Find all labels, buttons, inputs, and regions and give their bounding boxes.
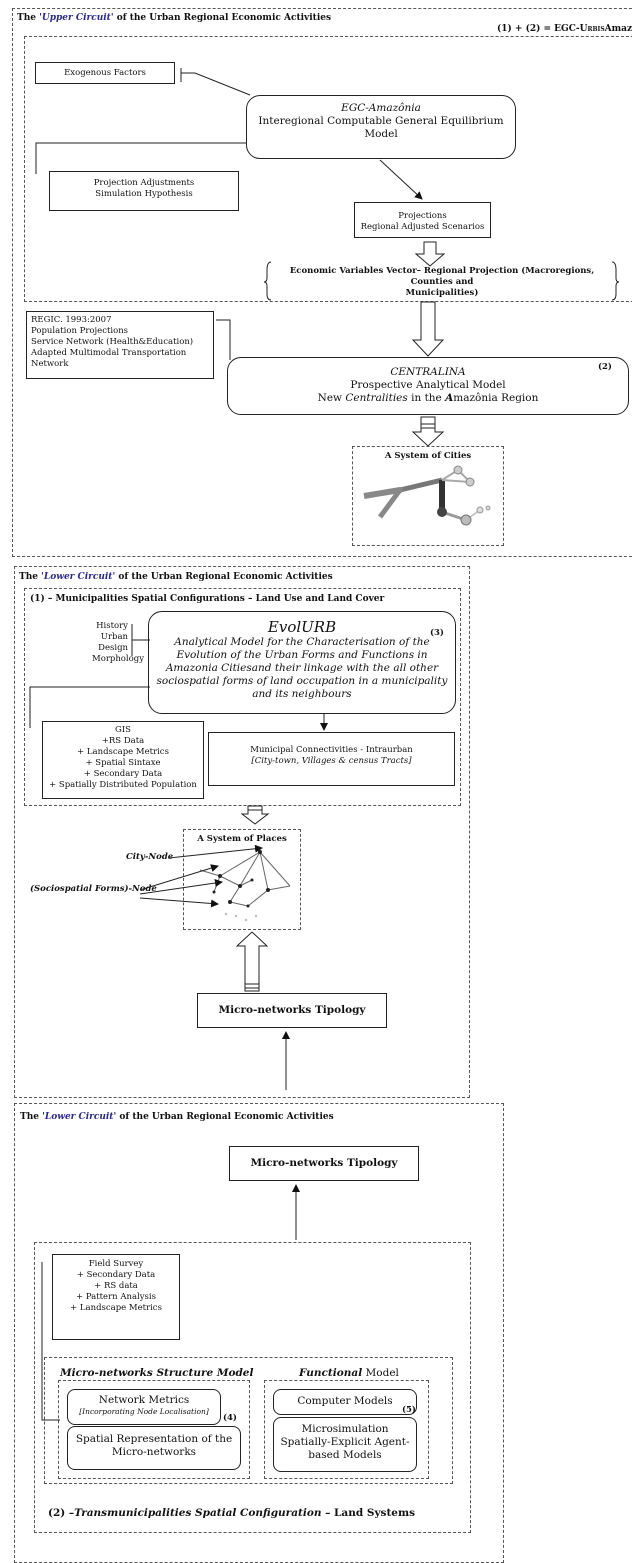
hollow-arrow-vector-to-centralina <box>411 301 445 357</box>
land-systems-footer: (2) –Transmunicipalities Spatial Configu… <box>48 1507 416 1519</box>
right-brace <box>611 261 620 301</box>
history-connector <box>131 624 150 656</box>
hollow-arrow-municipal-to-places <box>240 805 270 825</box>
field-survey-box: Field Survey + Secondary Data + RS data … <box>52 1254 180 1340</box>
lower-circuit-header-2: The 'Lower Circuit' of the Urban Regiona… <box>20 1112 334 1122</box>
evolurb-box: EvolURB Analytical Model for the Charact… <box>148 611 456 714</box>
structure-model-frame <box>58 1380 250 1479</box>
hollow-arrow-micro-to-places <box>235 931 269 992</box>
regic-connector <box>216 319 231 360</box>
socio-node-arrow-1 <box>139 864 219 891</box>
hollow-arrow-projections <box>414 241 446 267</box>
egc-amazonia-box: EGC-Amazônia Interegional Computable Gen… <box>246 95 516 159</box>
evolurb-number: (3) <box>430 628 444 638</box>
system-of-places-box <box>183 829 301 930</box>
hollow-arrow-centralina-to-cities <box>411 416 445 447</box>
gis-connector <box>29 686 150 728</box>
socio-node-arrow-2 <box>139 879 223 895</box>
regic-box: REGIC. 1993:2007 Population Projections … <box>26 311 214 379</box>
num-5-label: (5) <box>402 1405 416 1415</box>
projection-adjustments-box: Projection Adjustments Simulation Hypoth… <box>49 171 239 211</box>
socio-node-arrow-3 <box>139 897 219 908</box>
spatial-representation-box: Spatial Representation of the Micro-netw… <box>67 1426 241 1470</box>
egc-to-projections-arrow <box>379 159 423 200</box>
micro-networks-tipology-box-1: Micro-networks Tipology <box>197 993 387 1028</box>
exogenous-connector <box>180 68 251 96</box>
micro-networks-tipology-box-2: Micro-networks Tipology <box>229 1146 419 1181</box>
system-of-cities-graphic <box>363 465 491 526</box>
computer-models-box: Computer Models <box>273 1389 417 1415</box>
projections-box: Projections Regional Adjusted Scenarios <box>354 202 491 238</box>
gis-box: GIS +RS Data + Landscape Metrics + Spati… <box>42 721 204 799</box>
lower-circuit-frame-1 <box>14 566 470 1098</box>
municipal-config-frame <box>24 588 461 806</box>
history-labels: History Urban Design Morphology <box>92 621 144 664</box>
left-brace <box>263 261 272 301</box>
city-node-arrow <box>168 844 263 859</box>
network-metrics-box: Network Metrics [Incorporating Node Loca… <box>67 1389 221 1425</box>
economic-vector-label: Economic Variables Vector– Regional Proj… <box>289 266 595 298</box>
microsimulation-box: Microsimulation Spatially-Explicit Agent… <box>273 1417 417 1472</box>
lower-circuit-header-1: The 'Lower Circuit' of the Urban Regiona… <box>19 572 333 582</box>
formula-label: (1) + (2) = EGC-UrbisAmazônia <box>497 24 632 34</box>
municipal-connectivities-box: Municipal Connectivities - Intraurban [C… <box>208 732 455 786</box>
upper-inner-frame <box>24 36 632 302</box>
field-survey-connector <box>41 1262 60 1421</box>
functional-model-title: Functional Model <box>299 1367 399 1379</box>
exogenous-factors-box: Exogenous Factors <box>35 62 175 84</box>
land-systems-frame <box>34 1242 471 1533</box>
centralina-number: (2) <box>598 362 612 372</box>
upper-circuit-frame <box>12 8 632 557</box>
city-node-label: City-Node <box>126 852 174 862</box>
centralina-box: CENTRALINA Prospective Analytical Model … <box>227 357 629 415</box>
sociospatial-node-label: (Sociospatial Forms)-Node <box>30 884 157 894</box>
functional-model-frame <box>264 1380 429 1479</box>
num-4-label: (4) <box>223 1413 237 1423</box>
adjustments-connector <box>35 142 246 174</box>
upper-circuit-header: The 'Upper Circuit' of the Urban Regiona… <box>17 13 332 23</box>
municipal-config-title: (1) – Municipalities Spatial Configurati… <box>30 594 385 604</box>
system-of-places-title: A System of Places <box>197 834 287 844</box>
structure-model-title: Micro-networks Structure Model <box>60 1367 254 1379</box>
system-of-cities-title: A System of Cities <box>384 451 472 461</box>
